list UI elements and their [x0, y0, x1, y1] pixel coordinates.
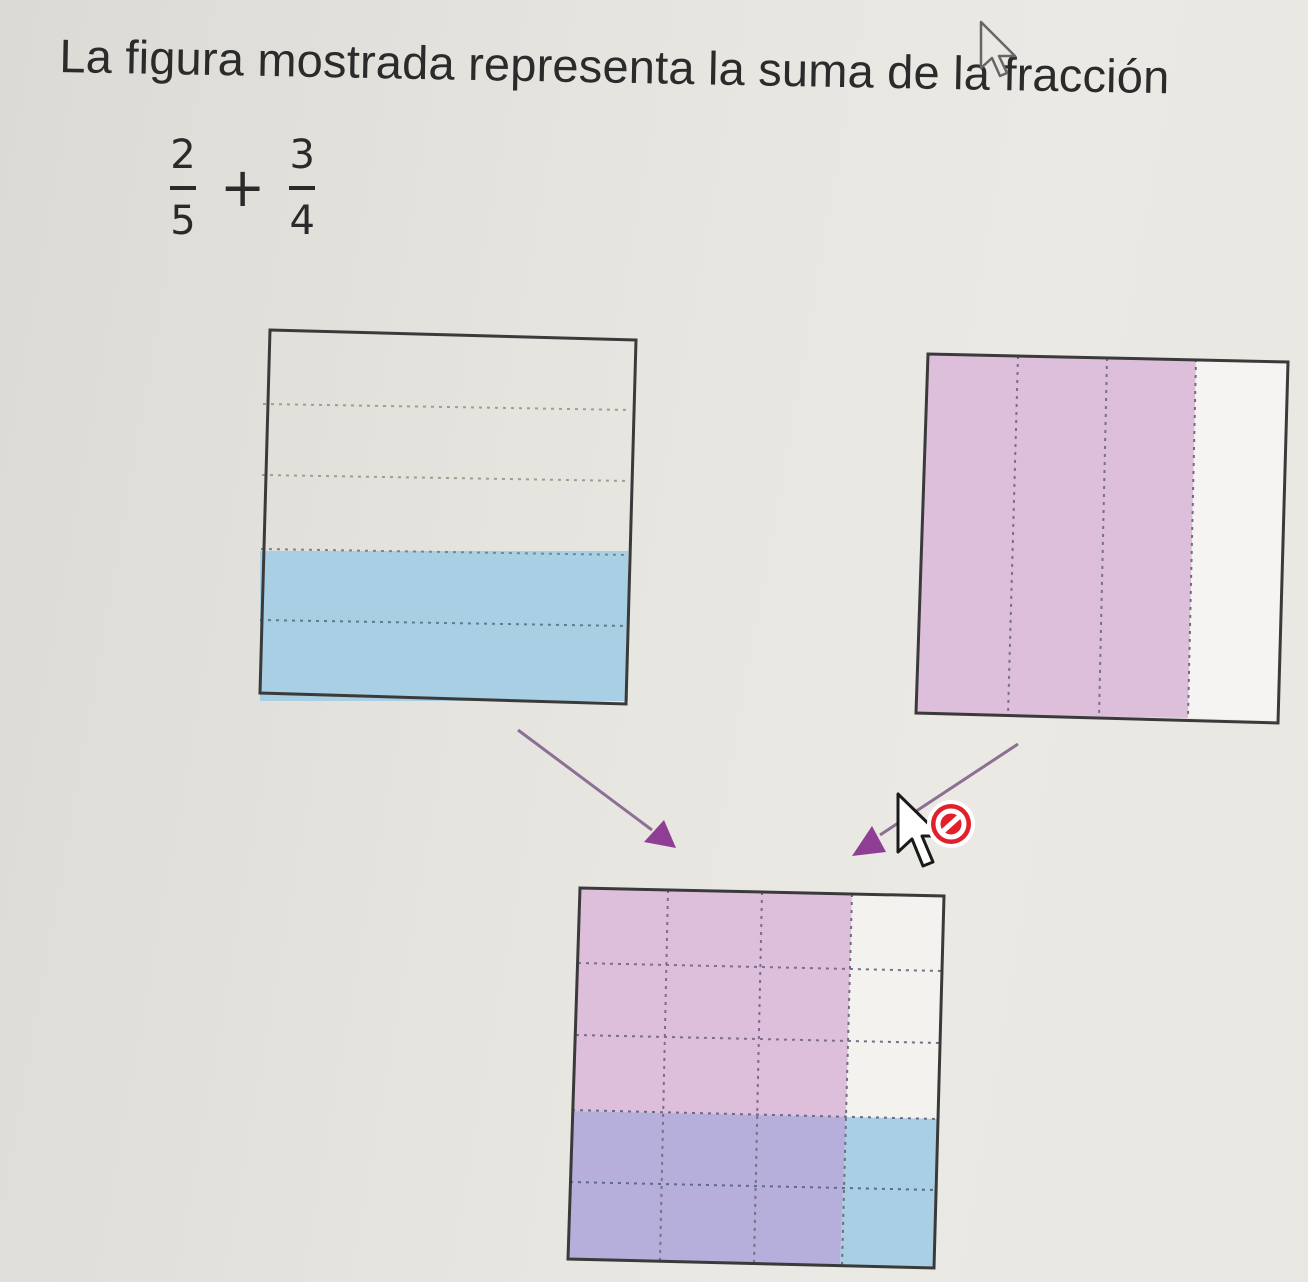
result-white-region	[846, 894, 944, 1119]
result-gridline-horizontal	[571, 1109, 939, 1120]
right-arrow-head	[852, 826, 886, 856]
left-arrow-shaft	[517, 728, 653, 832]
left-square-border	[258, 328, 638, 706]
left-square	[258, 328, 638, 706]
numerator: 2	[170, 132, 196, 178]
cursor-group	[895, 790, 985, 885]
result-square-border	[566, 886, 946, 1270]
right-square	[914, 352, 1290, 725]
right-square-white-region	[1188, 359, 1288, 721]
arrow-pointer-icon	[896, 792, 975, 868]
left-square-gridline	[260, 548, 630, 556]
right-square-border	[914, 352, 1290, 725]
left-square-gridline	[262, 403, 632, 411]
fraction-three-fourths: 3 4	[279, 132, 325, 244]
result-gridline-vertical	[753, 891, 763, 1264]
result-pink-region	[572, 888, 852, 1117]
result-gridline-horizontal	[569, 1181, 937, 1191]
result-overlap-region	[568, 1111, 846, 1265]
result-gridline-vertical	[659, 889, 669, 1262]
arrow-pointer-outline-icon	[979, 20, 1017, 78]
no-entry-icon	[927, 800, 975, 848]
result-gridline-vertical	[841, 893, 853, 1266]
numerator: 3	[289, 132, 315, 178]
left-arrow-head	[644, 820, 676, 848]
plus-sign: +	[220, 156, 266, 219]
result-blue-region	[840, 1117, 938, 1267]
denominator: 5	[170, 198, 196, 244]
left-square-gridline	[259, 619, 629, 627]
result-square	[566, 886, 946, 1270]
right-square-pink-region	[916, 354, 1196, 718]
left-square-gridline	[261, 474, 631, 482]
denominator: 4	[289, 198, 315, 244]
fraction-two-fifths: 2 5	[160, 132, 206, 244]
fraction-bar	[170, 186, 196, 190]
fraction-expression: 2 5 + 3 4	[160, 118, 325, 258]
fraction-bar	[289, 186, 316, 190]
